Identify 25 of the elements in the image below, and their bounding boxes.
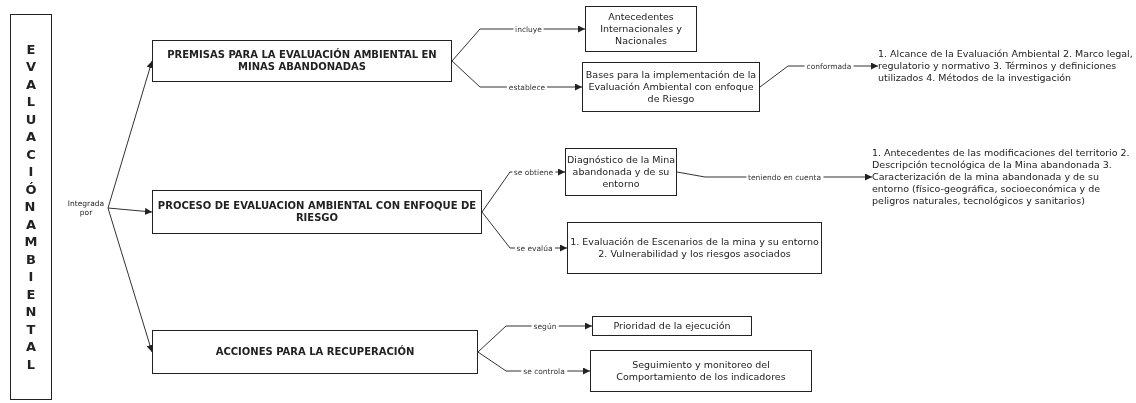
process-box <box>582 62 760 112</box>
box-text: Antecedentes Internacionales y Nacionales <box>599 11 683 47</box>
arrow <box>107 207 153 215</box>
box-text: ACCIONES PARA LA RECUPERACIÓN <box>215 345 415 359</box>
heading-box <box>152 330 478 374</box>
arrow <box>107 207 154 353</box>
process-box <box>592 316 752 336</box>
box-text: Bases para la implementación de la Evaluación Ambiental con enfoque de Riesgo <box>584 69 758 105</box>
process-box <box>565 148 677 196</box>
box-text: PREMISAS PARA LA EVALUACIÓN AMBIENTAL EN MINAS ABANDONADAS <box>166 48 438 74</box>
arrow <box>107 60 154 209</box>
list-text: 1. Antecedentes de las modificaciones del territorio 2. Descripción tecnológica de la Mina abandonada 3. Caracterización de la mina abandonada y de su entorno (físico-geográfica, socioeconómica y de peligros naturales, tecnológicos y sanitarios) <box>872 147 1131 207</box>
vertical-title: EVALUACIÓN AMBIENTAL <box>24 40 38 374</box>
list-text: 1. Alcance de la Evaluación Ambiental 2. Marco legal, regulatorio y normativo 3. Términos y definiciones utilizados 4. Métodos de la investigación <box>878 48 1133 84</box>
heading-box <box>152 190 482 234</box>
process-box <box>567 222 822 274</box>
title-box <box>10 14 52 400</box>
box-text: Seguimiento y monitoreo del Comportamiento de los indicadores <box>615 359 787 383</box>
box-text: Diagnóstico de la Mina abandonada y de su entorno <box>566 154 676 190</box>
process-box <box>590 350 812 392</box>
box-text: PROCESO DE EVALUACION AMBIENTAL CON ENFOQUE DE RIESGO <box>156 199 478 225</box>
process-box <box>585 6 697 52</box>
heading-box <box>152 40 452 82</box>
box-text: Prioridad de la ejecución <box>613 320 731 332</box>
box-text: 1. Evaluación de Escenarios de la mina y su entorno 2. Vulnerabilidad y los riesgos asociados <box>569 236 820 260</box>
